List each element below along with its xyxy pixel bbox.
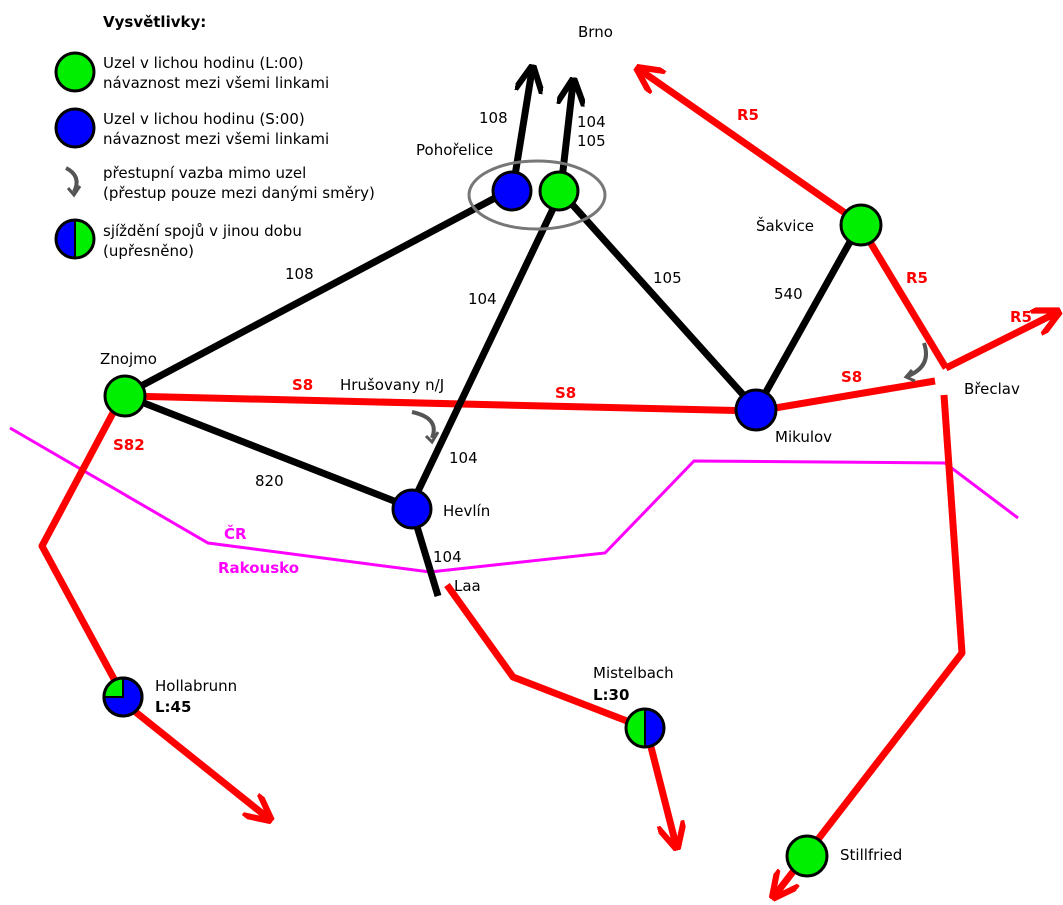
rail-hollabrunn-south <box>125 703 268 818</box>
label-hrusovany: Hrušovany n/J <box>340 376 444 394</box>
label-line-s8-mid: S8 <box>555 384 576 402</box>
transfer-arrow-icon <box>903 369 916 383</box>
bus-820 <box>124 392 414 512</box>
rail-laa-mistelbach <box>444 582 642 730</box>
label-line-105: 105 <box>653 269 682 287</box>
label-line-105-top: 105 <box>577 132 606 150</box>
transfer-arrow-icon <box>424 431 440 445</box>
bus-104-pohorelice <box>406 190 565 510</box>
label-line-104-mid: 104 <box>468 290 497 308</box>
legend-title: Vysvětlivky: <box>103 13 206 31</box>
legend-item-1-line1: Uzel v lichou hodinu (L:00) <box>103 54 304 72</box>
label-sakvice: Šakvice <box>756 216 814 235</box>
node-hollabrunn <box>102 676 144 718</box>
label-line-108-top: 108 <box>479 109 508 127</box>
state-border-line <box>9 426 1019 574</box>
legend-item-4-line1: sjíždění spojů v jinou dobu <box>103 222 302 240</box>
label-border-cz: ČR <box>224 524 247 543</box>
node-mikulov <box>734 388 778 432</box>
label-breclav: Břeclav <box>964 380 1020 398</box>
bus-108 <box>124 186 512 398</box>
rail-mistelbach-south <box>647 746 676 845</box>
transfer-arrow-icon <box>411 410 436 439</box>
label-line-104-laa: 104 <box>433 548 462 566</box>
label-hollabrunn: Hollabrunn <box>155 677 237 695</box>
legend: Vysvětlivky: Uzel v lichou hodinu (L:00)… <box>54 13 375 260</box>
label-line-108: 108 <box>285 265 314 283</box>
node-pohorelice-blue <box>491 170 533 212</box>
bus-105 <box>558 189 758 411</box>
label-line-540: 540 <box>774 285 803 303</box>
node-pohorelice-green <box>538 170 580 212</box>
label-line-r5-top: R5 <box>737 106 759 124</box>
label-stillfried: Stillfried <box>840 846 902 864</box>
label-line-s8-left: S8 <box>292 376 313 394</box>
label-line-104-low: 104 <box>449 449 478 467</box>
label-hevlin: Hevlín <box>443 502 490 520</box>
bus-104-brno <box>561 83 573 189</box>
blue-node-icon <box>54 107 96 149</box>
pohorelice-group-ellipse <box>467 159 607 231</box>
legend-item-2-line1: Uzel v lichou hodinu (S:00) <box>103 110 305 128</box>
legend-item-3-line1: přestupní vazba mimo uzel <box>103 164 306 182</box>
node-stillfried <box>785 834 829 878</box>
label-brno: Brno <box>578 23 613 41</box>
label-line-r5-mid: R5 <box>906 269 928 287</box>
node-mistelbach <box>624 707 666 749</box>
transfer-arrow-icon <box>65 166 82 198</box>
label-laa: Laa <box>454 577 481 595</box>
label-hollabrunn-time: L:45 <box>155 698 191 716</box>
legend-item-1-line2: návaznost mezi všemi linkami <box>103 74 329 92</box>
half-node-icon <box>54 218 96 260</box>
label-line-r5-right: R5 <box>1010 308 1032 326</box>
legend-item-4-line2: (upřesněno) <box>103 242 194 260</box>
label-znojmo: Znojmo <box>100 350 157 368</box>
label-line-820: 820 <box>255 472 284 490</box>
label-line-104-top: 104 <box>577 113 606 131</box>
label-line-s82: S82 <box>113 436 145 454</box>
transfer-arrow-icon <box>907 342 928 378</box>
rail-s8 <box>125 377 936 415</box>
legend-item-3-line2: (přestup pouze mezi danými směry) <box>103 184 375 202</box>
label-border-at: Rakousko <box>218 559 299 577</box>
rail-breclav-south <box>775 394 966 895</box>
green-node-icon <box>54 51 96 93</box>
nodes <box>103 170 883 878</box>
rail-r5-east <box>944 313 1056 372</box>
node-znojmo <box>103 374 147 418</box>
rail-s82 <box>38 394 126 692</box>
label-mistelbach: Mistelbach <box>593 664 674 682</box>
label-line-s8-right: S8 <box>841 368 862 386</box>
legend-item-2-line2: návaznost mezi všemi linkami <box>103 130 329 148</box>
bus-lines <box>124 70 864 598</box>
label-pohorelice: Pohořelice <box>416 141 493 159</box>
label-mikulov: Mikulov <box>775 428 832 446</box>
bus-540 <box>753 222 864 410</box>
label-mistelbach-time: L:30 <box>593 686 629 704</box>
bus-108-brno <box>509 70 532 189</box>
node-hevlin <box>391 488 433 530</box>
node-sakvice <box>839 203 883 247</box>
